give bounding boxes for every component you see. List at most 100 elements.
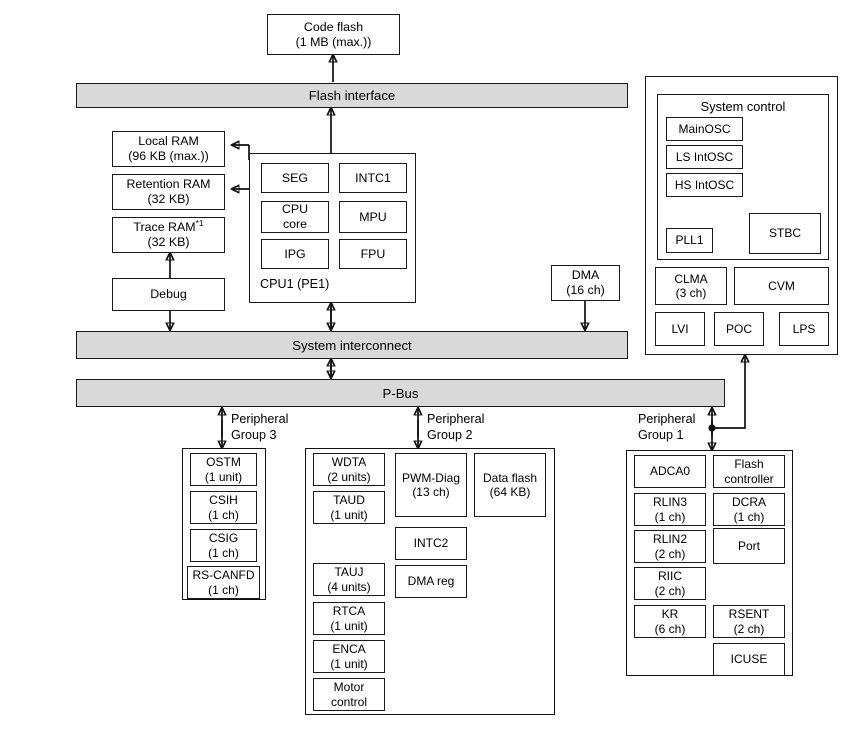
rtca-units: (1 unit) <box>330 618 368 633</box>
motor-control-label-1: Motor <box>333 680 365 695</box>
rlin3-block[interactable]: RLIN3 (1 ch) <box>634 493 706 526</box>
tauj-label: TAUJ <box>334 565 364 580</box>
cvm-label: CVM <box>768 278 795 293</box>
csig-label: CSIG <box>208 531 239 546</box>
flash-interface-label: Flash interface <box>308 88 396 103</box>
adca0-label: ADCA0 <box>649 464 690 479</box>
csih-label: CSIH <box>209 493 238 508</box>
trace-ram-block[interactable]: Trace RAM*1 (32 KB) <box>112 217 225 253</box>
wdta-label: WDTA <box>331 455 367 470</box>
rtca-block[interactable]: RTCA (1 unit) <box>313 602 385 635</box>
csig-channels: (1 ch) <box>208 545 239 560</box>
clma-label: CLMA <box>674 271 708 286</box>
taud-block[interactable]: TAUD (1 unit) <box>313 491 385 524</box>
cpu-core-label-2: core <box>282 217 308 231</box>
peripheral-group-3-caption-line1: Peripheral <box>231 412 289 426</box>
flash-interface-bar[interactable]: Flash interface <box>76 83 628 108</box>
cpu-core-block[interactable]: CPU core <box>261 201 329 233</box>
rlin2-block[interactable]: RLIN2 (2 ch) <box>634 530 706 563</box>
rsent-label: RSENT <box>728 607 770 622</box>
mainosc-block[interactable]: MainOSC <box>666 117 743 141</box>
seg-label: SEG <box>281 170 309 185</box>
csig-block[interactable]: CSIG (1 ch) <box>190 529 257 562</box>
stbc-block[interactable]: STBC <box>749 213 821 254</box>
port-block[interactable]: Port <box>713 528 785 564</box>
trace-ram-label-row: Trace RAM*1 <box>133 219 203 235</box>
system-interconnect-bar[interactable]: System interconnect <box>76 331 628 359</box>
data-flash-block[interactable]: Data flash (64 KB) <box>474 453 546 517</box>
motor-control-block[interactable]: Motor control <box>313 678 385 711</box>
peripheral-group-1-caption-line1: Peripheral <box>638 412 696 426</box>
local-ram-block[interactable]: Local RAM (96 KB (max.)) <box>112 131 225 167</box>
system-control-title: System control <box>700 99 786 114</box>
cvm-block[interactable]: CVM <box>734 267 829 305</box>
kr-block[interactable]: KR (6 ch) <box>634 605 706 638</box>
retention-ram-capacity: (32 KB) <box>147 192 190 206</box>
peripheral-group-1-caption-line2: Group 1 <box>638 427 684 442</box>
tauj-block[interactable]: TAUJ (4 units) <box>313 563 385 596</box>
rs-canfd-block[interactable]: RS-CANFD (1 ch) <box>187 566 260 599</box>
lps-label: LPS <box>792 321 816 336</box>
seg-block[interactable]: SEG <box>261 163 329 193</box>
icuse-label: ICUSE <box>730 652 768 667</box>
mpu-block[interactable]: MPU <box>339 201 407 233</box>
code-flash-block[interactable]: Code flash (1 MB (max.)) <box>267 14 400 55</box>
poc-label: POC <box>725 321 752 336</box>
rlin3-channels: (1 ch) <box>654 509 686 524</box>
dcra-block[interactable]: DCRA (1 ch) <box>713 493 785 526</box>
lvi-label: LVI <box>671 321 689 336</box>
wdta-block[interactable]: WDTA (2 units) <box>313 453 385 486</box>
rtca-label: RTCA <box>332 604 366 619</box>
debug-block[interactable]: Debug <box>112 278 225 311</box>
riic-channels: (2 ch) <box>654 583 686 598</box>
ipg-block[interactable]: IPG <box>261 239 329 269</box>
peripheral-group-3-caption-line2: Group 3 <box>231 427 277 442</box>
adca0-block[interactable]: ADCA0 <box>634 455 706 488</box>
pwm-diag-label: PWM-Diag <box>401 470 460 485</box>
intc1-block[interactable]: INTC1 <box>339 163 407 193</box>
fpu-block[interactable]: FPU <box>339 239 407 269</box>
retention-ram-block[interactable]: Retention RAM (32 KB) <box>112 174 225 210</box>
enca-label: ENCA <box>332 642 366 657</box>
p-bus-bar[interactable]: P-Bus <box>76 379 725 407</box>
dma-channels: (16 ch) <box>566 283 605 297</box>
local-ram-label: Local RAM <box>138 134 199 149</box>
retention-ram-label: Retention RAM <box>126 177 211 192</box>
clma-channels: (3 ch) <box>675 286 707 300</box>
ls-intosc-block[interactable]: LS IntOSC <box>666 145 743 169</box>
dma-label: DMA <box>571 268 600 283</box>
pll1-block[interactable]: PLL1 <box>666 228 713 253</box>
tauj-units: (4 units) <box>327 579 371 594</box>
pwm-diag-block[interactable]: PWM-Diag (13 ch) <box>395 453 467 517</box>
rlin3-label: RLIN3 <box>652 495 687 510</box>
icuse-block[interactable]: ICUSE <box>713 643 785 676</box>
local-ram-capacity: (96 KB (max.)) <box>128 149 209 163</box>
rsent-block[interactable]: RSENT (2 ch) <box>713 605 785 638</box>
dcra-channels: (1 ch) <box>733 509 765 524</box>
intc2-block[interactable]: INTC2 <box>395 527 467 560</box>
enca-units: (1 unit) <box>330 656 368 671</box>
enca-block[interactable]: ENCA (1 unit) <box>313 640 385 673</box>
ls-intosc-label: LS IntOSC <box>675 149 734 164</box>
lps-block[interactable]: LPS <box>779 312 829 346</box>
clma-block[interactable]: CLMA (3 ch) <box>655 267 727 305</box>
intc1-label: INTC1 <box>355 170 391 185</box>
port-label: Port <box>737 538 760 553</box>
ostm-block[interactable]: OSTM (1 unit) <box>190 453 257 486</box>
riic-block[interactable]: RIIC (2 ch) <box>634 567 706 600</box>
csih-block[interactable]: CSIH (1 ch) <box>190 491 257 524</box>
peripheral-group-2-caption-line2: Group 2 <box>427 427 473 442</box>
ostm-label: OSTM <box>206 455 241 470</box>
taud-units: (1 unit) <box>330 507 368 522</box>
fpu-label: FPU <box>360 246 386 261</box>
dma-reg-block[interactable]: DMA reg <box>395 565 467 598</box>
pwm-diag-channels: (13 ch) <box>412 485 450 499</box>
poc-block[interactable]: POC <box>714 312 764 346</box>
peripheral-group-3-caption: Peripheral Group 3 <box>231 412 288 443</box>
lvi-block[interactable]: LVI <box>655 312 705 346</box>
flash-controller-block[interactable]: Flash controller <box>713 455 785 488</box>
hs-intosc-block[interactable]: HS IntOSC <box>666 173 743 197</box>
motor-control-label-2: control <box>330 694 368 709</box>
pll1-label: PLL1 <box>675 233 704 248</box>
dma-block[interactable]: DMA (16 ch) <box>551 265 620 301</box>
